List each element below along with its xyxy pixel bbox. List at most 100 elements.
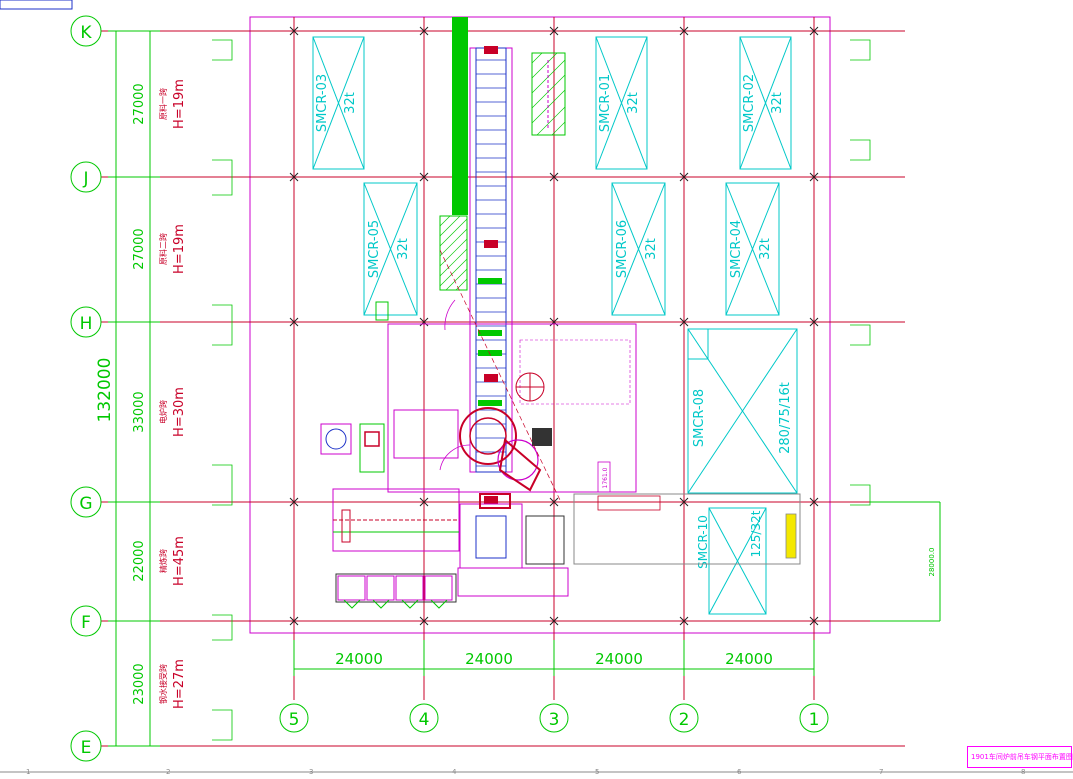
bay-height: H=19m [172, 224, 187, 274]
bin [424, 575, 453, 601]
column-marker [289, 26, 299, 36]
row-spacing-label: 33000 [132, 391, 147, 432]
crane-smcr-03 [312, 36, 365, 170]
column-marker [419, 616, 429, 626]
crane-id-label: SMCR-08 [692, 389, 707, 447]
column-marker [549, 497, 559, 507]
column-marker [289, 317, 299, 327]
hatched-box-top [531, 52, 566, 136]
column-marker [809, 497, 819, 507]
column-marker [419, 317, 429, 327]
frame-number: 3 [309, 768, 314, 776]
bay-name: 精炼跨 [158, 549, 168, 573]
bay-name: 原料二跨 [158, 233, 168, 265]
side-dimension-label: 28000.0 [928, 548, 936, 577]
row-bubble-g [70, 486, 102, 518]
crane-smcr-04 [725, 182, 780, 316]
row-axis-bubbles: K J H G F E [70, 15, 102, 762]
crane-id-label: SMCR-02 [742, 74, 757, 132]
row-spacing-label: 23000 [132, 663, 147, 704]
column-marker [549, 26, 559, 36]
row-bubble-label: J [82, 169, 88, 189]
column-spacing-label: 24000 [465, 650, 513, 668]
column-marker [809, 26, 819, 36]
crane-smcr-10 [708, 507, 767, 615]
row-bubble-label: G [79, 494, 92, 514]
bay-height: H=27m [172, 659, 187, 709]
frame-number: 5 [595, 768, 600, 776]
swing-arc-2 [439, 444, 471, 471]
hatched-pit [439, 215, 468, 291]
crane-smcr-01 [595, 36, 648, 170]
col-bubble-label: 1 [809, 710, 820, 730]
hatch-lines [439, 215, 468, 291]
bin [366, 575, 395, 601]
column-marker [289, 616, 299, 626]
bay-name: 原料一跨 [158, 88, 168, 120]
crane-id-label: SMCR-10 [696, 515, 710, 569]
crane-boxes [312, 36, 798, 615]
lf-red-cover [479, 493, 511, 509]
dashed-zone [519, 339, 631, 405]
frame-corner [0, 0, 73, 10]
crane-id-label: SMCR-05 [367, 220, 382, 278]
column-grid-lines [293, 17, 815, 700]
row-bubble-label: H [80, 314, 93, 334]
column-marker [549, 317, 559, 327]
col-bubble-1 [799, 703, 829, 733]
col-bubble-label: 4 [419, 710, 430, 730]
col-bubble-5 [279, 703, 309, 733]
col-bubble-2 [669, 703, 699, 733]
frame-number: 6 [737, 768, 742, 776]
furnace-inner [469, 417, 507, 455]
crane-smcr-02 [739, 36, 792, 170]
column-marker [419, 26, 429, 36]
crane-capacity-label: 125/32t [749, 510, 763, 557]
col-bubble-label: 2 [679, 710, 690, 730]
column-marker [289, 172, 299, 182]
lower-corridor [457, 567, 569, 597]
column-axis-bubbles: 5 4 3 2 1 [279, 703, 829, 733]
column-marker [679, 26, 689, 36]
column-marker [679, 616, 689, 626]
ladle-car [497, 439, 539, 481]
transfer-car-ladle [364, 431, 380, 447]
column-marker [809, 616, 819, 626]
vd-tank [525, 515, 565, 565]
row-bubble-k [70, 15, 102, 47]
crane-capacity-label: 32t [626, 92, 641, 114]
col-bubble-label: 5 [289, 710, 300, 730]
electric-furnace [459, 407, 517, 465]
crane-capacity-label: 32t [396, 238, 411, 260]
col-bubble-4 [409, 703, 439, 733]
caster-note [597, 495, 661, 511]
left-side-details [212, 39, 233, 741]
crane-capacity-label: 32t [770, 92, 785, 114]
bin [395, 575, 424, 601]
frame-number: 1 [26, 768, 31, 776]
bay-name: 电炉跨 [158, 400, 168, 424]
row-bubble-f [70, 605, 102, 637]
column-marker [679, 172, 689, 182]
conveyor-red-marks [484, 46, 498, 504]
column-markers [289, 26, 819, 626]
turret-ring [325, 428, 347, 450]
crane-capacity-label: 280/75/16t [778, 382, 793, 454]
drawing-title: 1901车间炉前吊车钢平面布置图 [971, 753, 1073, 761]
crane-capacity-label: 32t [644, 238, 659, 260]
right-side-details [850, 39, 871, 506]
crane-id-label: SMCR-03 [315, 74, 330, 132]
horizontal-dimensions [293, 640, 815, 676]
crane-id-label: SMCR-01 [598, 74, 613, 132]
column-spacing-label: 24000 [335, 650, 383, 668]
bay-height: H=30m [172, 387, 187, 437]
row-spacing-label: 27000 [132, 83, 147, 124]
crane-capacity-label: 32t [343, 92, 358, 114]
crane-capacity-label: 32t [758, 238, 773, 260]
crane-smcr-05 [363, 182, 418, 316]
transfer-car [359, 423, 385, 473]
bay-height: H=19m [172, 79, 187, 129]
bin [337, 575, 366, 601]
dashed-trajectory [439, 249, 561, 501]
column-marker [419, 172, 429, 182]
